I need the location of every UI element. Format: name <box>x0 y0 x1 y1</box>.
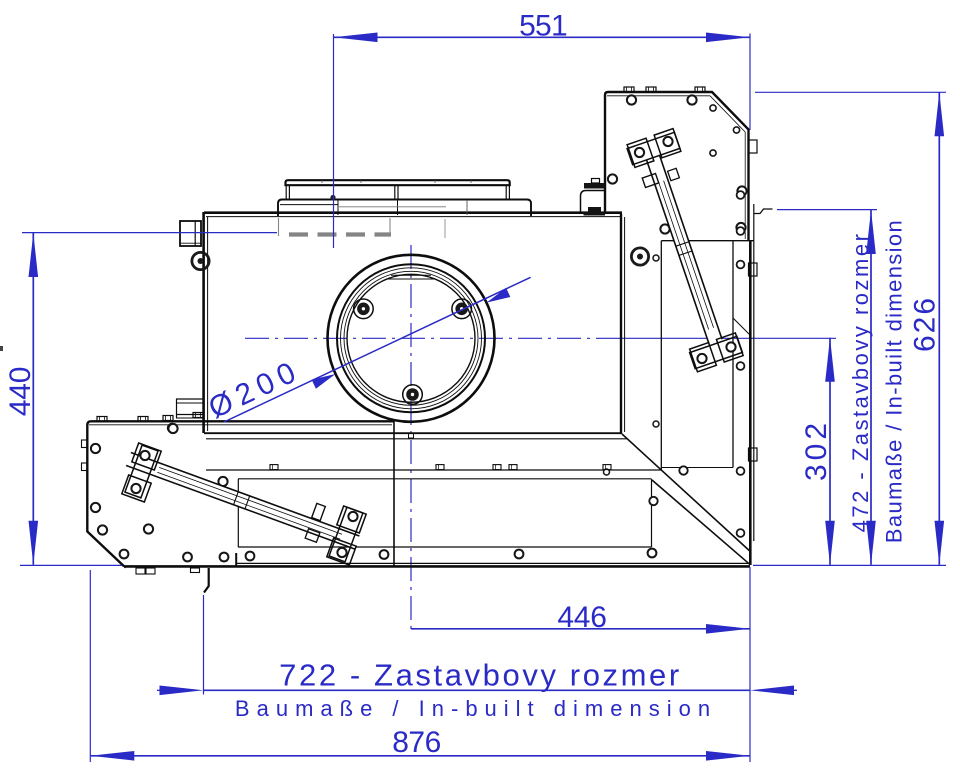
svg-text:Baumaße / In-built dimension: Baumaße / In-built dimension <box>882 219 907 543</box>
svg-text:Baumaße / In-built dimension: Baumaße / In-built dimension <box>235 696 717 721</box>
svg-text:722 - Zastavbovy rozmer: 722 - Zastavbovy rozmer <box>279 658 682 693</box>
svg-text:876: 876 <box>392 726 441 759</box>
svg-text:446: 446 <box>557 601 606 634</box>
svg-text:472 - Zastavbovy rozmer: 472 - Zastavbovy rozmer <box>848 232 873 533</box>
svg-text:551: 551 <box>519 10 567 43</box>
svg-text:302: 302 <box>800 419 833 481</box>
svg-text:440: 440 <box>4 367 37 416</box>
svg-text:626: 626 <box>909 296 942 352</box>
